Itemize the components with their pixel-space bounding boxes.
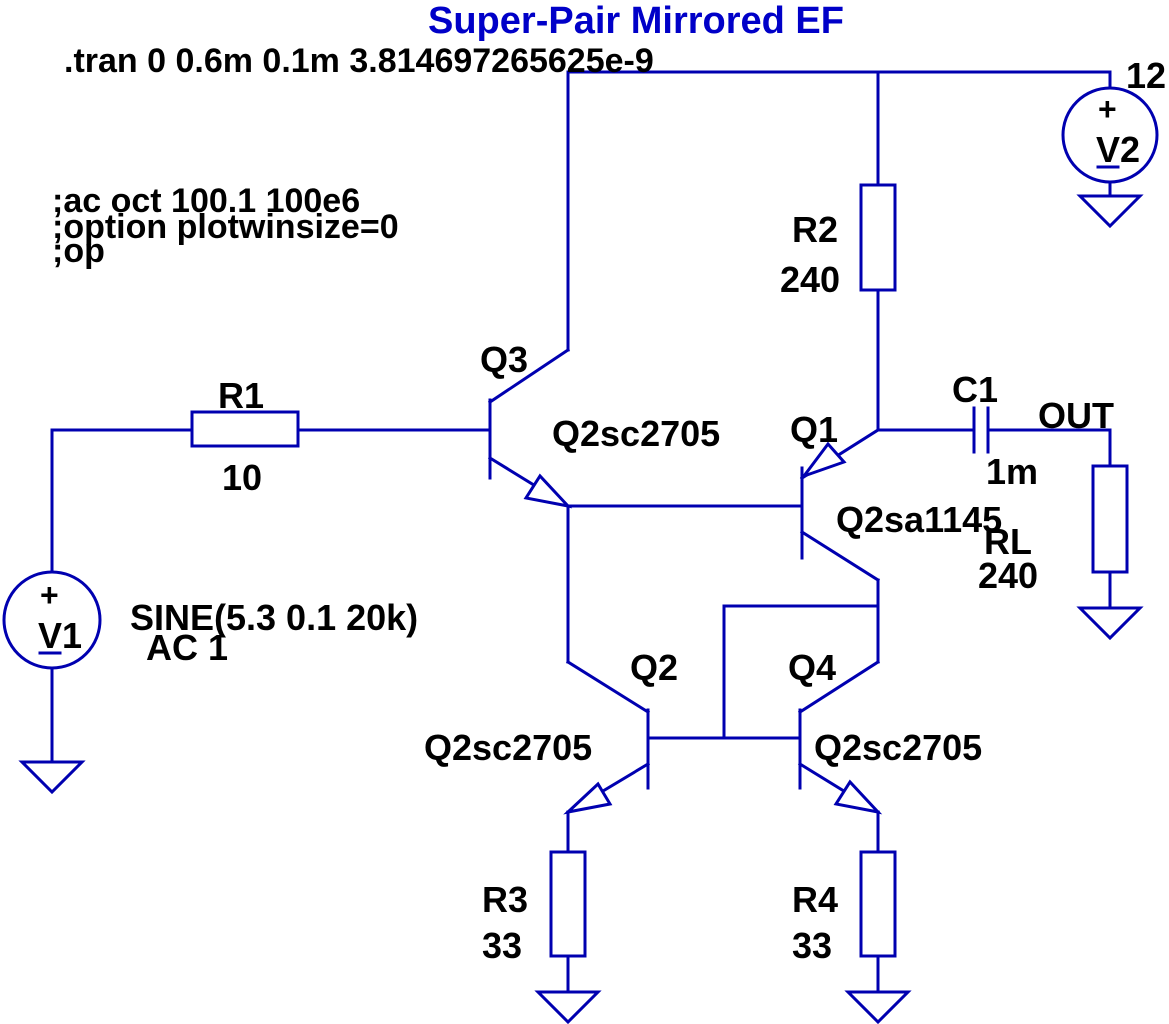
- v2-plus-sign: +: [1098, 91, 1117, 127]
- c1-name: C1: [952, 369, 998, 410]
- v1-value: SINE(5.3 0.1 20k): [130, 597, 418, 638]
- q1-emitter-arrow: [799, 441, 847, 480]
- capacitor-c1: [972, 406, 990, 454]
- transistor-q3: [487, 347, 573, 509]
- resistor-r4: [859, 850, 897, 958]
- resistor-rl: [1091, 464, 1129, 574]
- v1-name: V1: [38, 615, 82, 656]
- q4-model: Q2sc2705: [814, 727, 982, 768]
- ground-r3: [534, 990, 602, 1024]
- transistor-q2: [563, 659, 651, 815]
- q4-emitter-arrow: [833, 779, 883, 815]
- voltage-source-v2: +: [1061, 86, 1159, 184]
- q1-name: Q1: [790, 409, 838, 450]
- q3-model: Q2sc2705: [552, 413, 720, 454]
- q4-name: Q4: [788, 647, 836, 688]
- q3-name: Q3: [480, 339, 528, 380]
- r4-name: R4: [792, 879, 838, 920]
- directive-option: ;option plotwinsize=0: [52, 208, 399, 246]
- r3-name: R3: [482, 879, 528, 920]
- directive-tran: .tran 0 0.6m 0.1m 3.814697265625e-9: [64, 42, 654, 80]
- resistor-r3: [549, 850, 587, 958]
- r3-value: 33: [482, 925, 522, 966]
- resistor-r2: [859, 183, 897, 292]
- ground-v2: [1076, 194, 1144, 229]
- ground-v1: [18, 760, 86, 795]
- r1-value: 10: [222, 457, 262, 498]
- transistor-q4: [797, 659, 883, 815]
- v2-value: 12: [1126, 55, 1166, 96]
- transistor-q1: [799, 427, 881, 583]
- directive-op: ;op: [52, 232, 105, 270]
- net-label-out: OUT: [1038, 395, 1114, 436]
- q2-emitter-arrow: [563, 781, 613, 815]
- r2-value: 240: [780, 259, 840, 300]
- v2-name: V2: [1096, 129, 1140, 170]
- directive-ac: ;ac oct 100.1 100e6: [52, 182, 360, 220]
- r2-name: R2: [792, 209, 838, 250]
- r1-name: R1: [218, 375, 264, 416]
- r4-value: 33: [792, 925, 832, 966]
- wires: [50, 70, 1112, 994]
- q2-name: Q2: [630, 647, 678, 688]
- q2-model: Q2sc2705: [424, 727, 592, 768]
- voltage-source-v1: +: [2, 570, 102, 670]
- schematic-title: Super-Pair Mirrored EF: [428, 0, 844, 42]
- rl-value: 240: [978, 555, 1038, 596]
- q1-model: Q2sa1145: [836, 499, 1002, 540]
- ground-r4: [844, 990, 912, 1024]
- q3-emitter-arrow: [523, 473, 573, 509]
- resistor-r1: [190, 410, 300, 448]
- rl-name: RL: [984, 521, 1032, 562]
- v1-ac: AC 1: [146, 627, 228, 668]
- v1-plus-sign: +: [40, 577, 59, 613]
- c1-value: 1m: [986, 451, 1038, 492]
- ground-rl: [1076, 606, 1144, 641]
